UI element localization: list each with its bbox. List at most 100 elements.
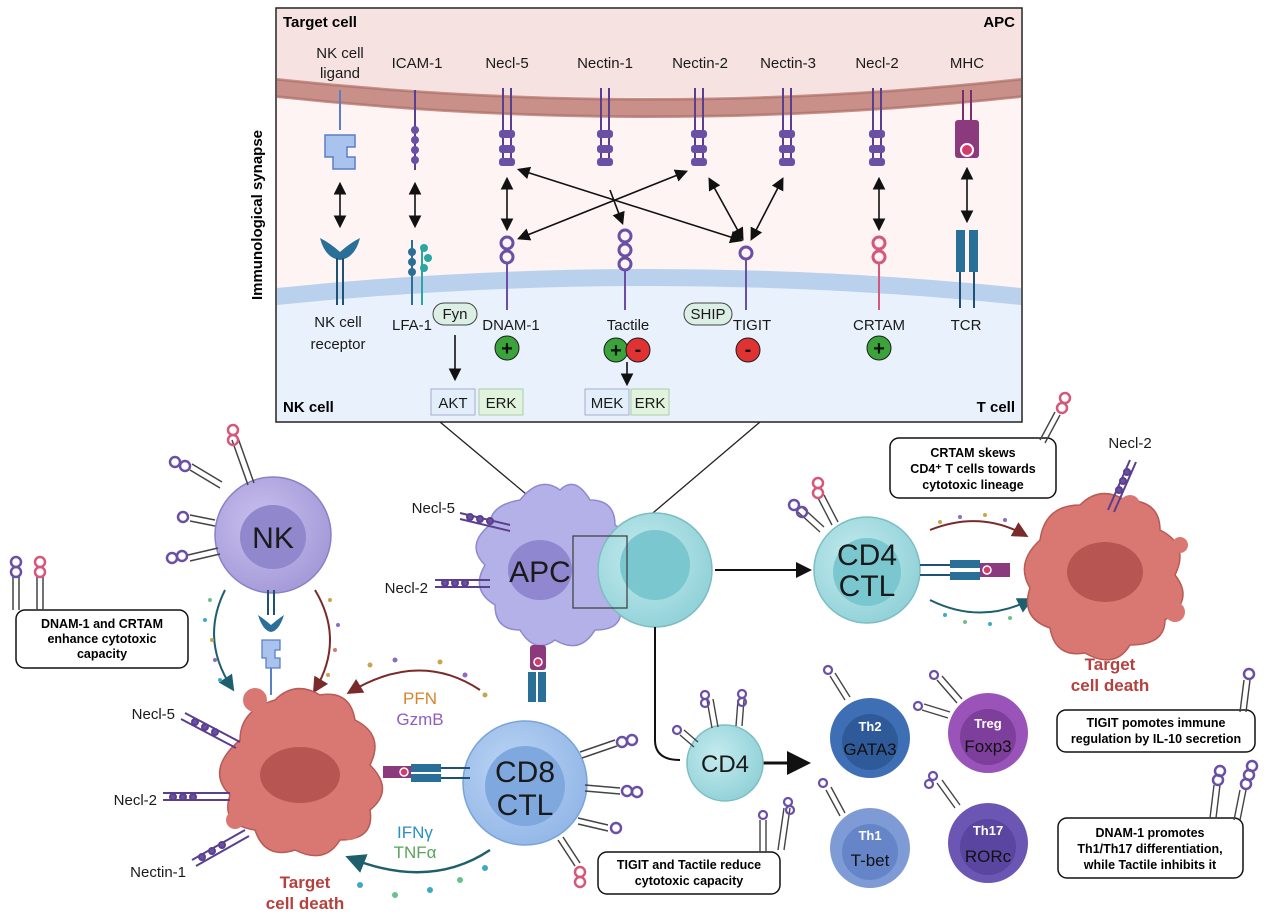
ligand-label-nk-cell-line1: NK cell <box>316 45 364 62</box>
icam1-icon <box>411 90 419 170</box>
synapse-panel: Target cell APC NK cell T cell Immunolog… <box>249 7 1023 423</box>
crtam-skews-note-line3: cytotoxic lineage <box>922 478 1023 492</box>
nk-secretion-arrow-left <box>213 589 235 692</box>
th2-cell: Th2 GATA3 <box>830 698 910 778</box>
panel-label-target-cell: Target cell <box>283 14 357 31</box>
target-cell-right <box>1023 492 1188 661</box>
cd4ctl-secretion-arrow-bottom <box>929 598 1034 614</box>
arrow-to-cd4 <box>654 627 681 761</box>
nk-receptor-ligand-icon <box>258 590 284 695</box>
target-death-left-line2: cell death <box>266 894 344 913</box>
nk-label: NK <box>252 522 294 555</box>
dnam-promotes-note: DNAM-1 promotes Th1/Th17 differentiation… <box>1057 817 1244 879</box>
pfn-label: PFN <box>403 689 437 708</box>
nk-secretion-arrow-right <box>312 589 331 694</box>
erk-label-1: ERK <box>486 395 517 412</box>
dnam-promotes-note-line2: Th1/Th17 differentiation, <box>1077 842 1222 856</box>
tigit-promotes-note-receptor <box>1239 667 1256 713</box>
tnfa-label: TNFα <box>394 843 437 862</box>
erk-label-2: ERK <box>635 395 666 412</box>
cd4ctl-secretion-arrow-top <box>929 520 1029 537</box>
receptor-label-nk-line2: receptor <box>310 336 365 353</box>
receptor-label-tcr: TCR <box>951 317 982 334</box>
tigit-tactile-note: TIGIT and Tactile reduce cytotoxic capac… <box>597 851 781 895</box>
tigit-tactile-note-receptors <box>757 796 796 852</box>
nk-receptor-icon <box>320 238 360 305</box>
tigit-promotes-note: TIGIT pomotes immune regulation by IL-10… <box>1056 709 1256 753</box>
th1-cell: Th1 T-bet <box>830 808 910 888</box>
mek-label: MEK <box>591 395 624 412</box>
nk-secretion-dots <box>203 598 340 682</box>
dnam-crtam-note-line3: capacity <box>77 647 127 661</box>
nectin3-ligand-icon <box>779 88 795 166</box>
lfa1-icon <box>408 240 432 305</box>
cd8-target-contact-icon <box>383 764 470 782</box>
tcr-icon <box>956 230 978 308</box>
nectin1-ligand-icon <box>597 88 613 166</box>
panel-label-nk-cell: NK cell <box>283 399 334 416</box>
ship-pill <box>683 302 733 326</box>
label-necl5-target: Necl-5 <box>132 706 175 723</box>
th1-surface-receptors <box>817 777 846 817</box>
rorc-label: RORc <box>965 847 1012 866</box>
crtam-skews-note-line2: CD4⁺ T cells towards <box>910 462 1035 476</box>
tactile-minus-sign: - <box>635 339 642 361</box>
necl2-target-icon <box>163 792 230 801</box>
dnam-crtam-note-line2: enhance cytotoxic <box>47 632 156 646</box>
th17-cell: Th17 RORc <box>948 803 1028 883</box>
gata3-label: GATA3 <box>843 740 896 759</box>
tactile-minus-icon <box>625 337 651 363</box>
side-label-immunological-synapse: Immunological synapse <box>249 130 266 300</box>
gzmb-label: GzmB <box>396 710 443 729</box>
cd8-surface-receptors <box>557 733 644 889</box>
target-death-left-line1: Target <box>280 873 331 892</box>
receptor-label-nk-line1: NK cell <box>314 314 362 331</box>
necl5-apc-icon <box>459 512 511 532</box>
th2-label: Th2 <box>858 719 881 734</box>
receptor-label-crtam: CRTAM <box>853 317 905 334</box>
necl2-ligand-icon <box>869 88 885 166</box>
cd4-ctl-cell: CD4 CTL <box>813 516 921 624</box>
dnam-crtam-note: DNAM-1 and CRTAM enhance cytotoxic capac… <box>15 609 189 669</box>
ifng-tnfa-arrow <box>345 848 491 874</box>
crtam-skews-note-line1: CRTAM skews <box>930 446 1015 460</box>
treg-cell: Treg Foxp3 <box>948 693 1028 773</box>
tigit-minus-sign: - <box>745 339 752 361</box>
interaction-arrows <box>333 166 974 387</box>
crtam-skews-note: CRTAM skews CD4⁺ T cells towards cytotox… <box>889 437 1057 499</box>
tigit-promotes-note-line1: TIGIT pomotes immune <box>1087 716 1226 730</box>
cd4ctl-surface-receptors <box>787 476 839 533</box>
akt-box <box>430 388 476 416</box>
label-nectin1-target: Nectin-1 <box>130 864 186 881</box>
dnam1-icon <box>499 235 515 310</box>
ifng-dots <box>357 865 488 898</box>
crtam-plus-icon <box>866 335 892 361</box>
dnam-promotes-note-line3: while Tactile inhibits it <box>1083 858 1217 872</box>
cd4ctl-target-contact-icon <box>920 560 1010 580</box>
apc-cytoplasm <box>277 9 1021 98</box>
ligand-label-necl5: Necl-5 <box>485 55 528 72</box>
mhc-icon <box>955 90 979 158</box>
foxp3-label: Foxp3 <box>964 737 1011 756</box>
erk-box-2 <box>630 388 670 416</box>
dnam-promotes-note-receptors <box>1209 759 1259 821</box>
treg-label: Treg <box>974 716 1002 731</box>
pfn-gzmb-arrow <box>346 669 481 695</box>
nk-ligand-icon <box>324 90 356 170</box>
tigit-tactile-note-line1: TIGIT and Tactile reduce <box>617 858 761 872</box>
necl5-ligand-icon <box>499 88 515 166</box>
cd4ctl-label-line1: CD4 <box>837 539 897 572</box>
receptor-label-lfa1: LFA-1 <box>392 317 432 334</box>
nectin2-ligand-icon <box>691 88 707 166</box>
nk-cell: NK <box>214 476 332 594</box>
ligand-label-nectin2: Nectin-2 <box>672 55 728 72</box>
cd4-cell: CD4 <box>686 724 764 802</box>
cd4-label: CD4 <box>701 751 749 778</box>
cd4ctl-secretion-dots <box>938 513 1012 626</box>
t-cell-membrane <box>277 269 1021 305</box>
necl2-right-icon <box>1107 459 1137 513</box>
tbet-label: T-bet <box>851 851 890 870</box>
crtam-plus-sign: + <box>873 338 885 360</box>
dnam-promotes-note-line1: DNAM-1 promotes <box>1095 826 1204 840</box>
